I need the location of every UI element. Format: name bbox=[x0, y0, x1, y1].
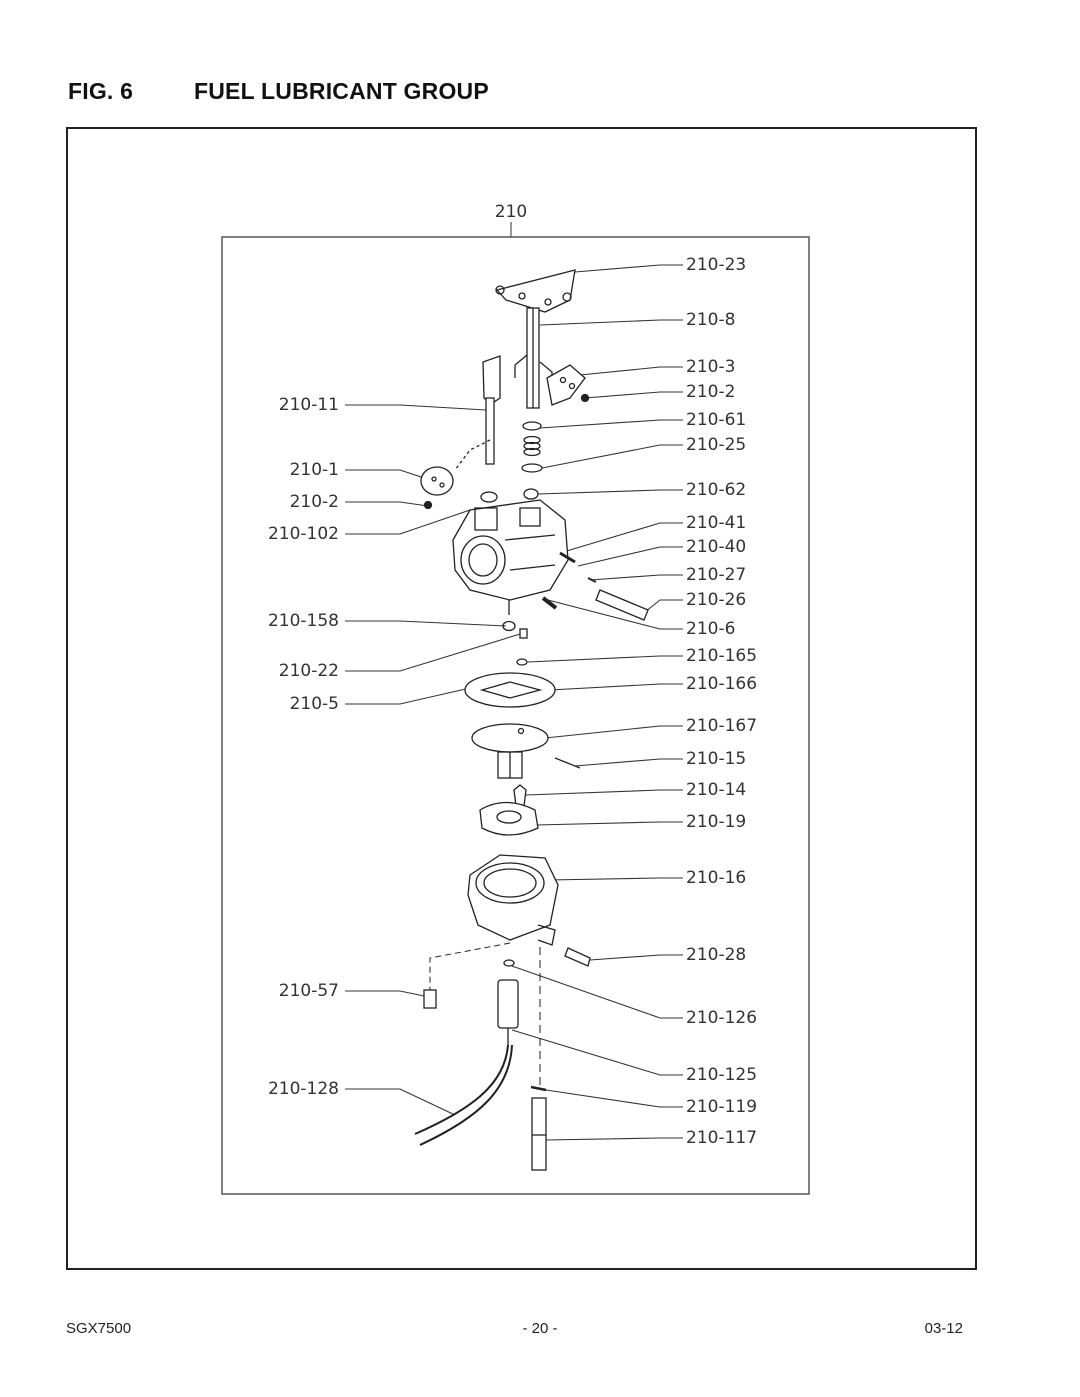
figure-title: FUEL LUBRICANT GROUP bbox=[194, 78, 489, 104]
callout-label-210-128-l8: 210-128 bbox=[268, 1079, 339, 1099]
callout-leader-210-126-r20 bbox=[511, 965, 683, 1019]
callout-leader-210-61-r4 bbox=[539, 419, 683, 429]
callout-leader-210-3-r2 bbox=[579, 366, 683, 376]
callout-leader-210-8-r1 bbox=[539, 319, 683, 326]
callout-label-210-6-r11: 210-6 bbox=[686, 619, 735, 639]
callout-label-210-125-r21: 210-125 bbox=[686, 1065, 757, 1085]
diaphragm bbox=[471, 723, 549, 753]
callout-label-210-2-l2: 210-2 bbox=[290, 492, 339, 512]
callout-leader-210-41-r7 bbox=[559, 522, 683, 554]
callout-label-210-102-l3: 210-102 bbox=[268, 524, 339, 544]
callout-label-210-5-l6: 210-5 bbox=[290, 694, 339, 714]
callout-leader-210-11-l0 bbox=[345, 404, 487, 411]
callout-label-210-16-r18: 210-16 bbox=[686, 868, 746, 888]
callout-leader-210-166-r13 bbox=[549, 683, 683, 691]
callout-label-210-62-r6: 210-62 bbox=[686, 480, 746, 500]
callout-label-210-25-r5: 210-25 bbox=[686, 435, 746, 455]
solenoid-wires bbox=[414, 1044, 509, 1135]
callout-label-210-158-l4: 210-158 bbox=[268, 611, 339, 631]
callout-label-210-27-r9: 210-27 bbox=[686, 565, 746, 585]
assembly-number: 210 bbox=[495, 202, 527, 222]
float-chamber-gasket bbox=[464, 672, 556, 708]
callout-label-210-11-l0: 210-11 bbox=[279, 395, 339, 415]
callout-leader-210-23-r0 bbox=[574, 264, 683, 273]
callout-label-210-28-r19: 210-28 bbox=[686, 945, 746, 965]
callout-leader-210-119-r22 bbox=[545, 1089, 683, 1108]
callout-label-210-26-r10: 210-26 bbox=[686, 590, 746, 610]
callout-leader-210-62-r6 bbox=[537, 489, 683, 495]
callout-leader-210-125-r21 bbox=[511, 1029, 683, 1076]
throttle-shaft bbox=[482, 355, 501, 405]
callout-leader-210-28-r19 bbox=[589, 954, 683, 961]
pilot-jet-cap bbox=[595, 589, 649, 621]
callout-leader-210-128-l8 bbox=[345, 1088, 456, 1116]
footer-date: 03-12 bbox=[924, 1320, 963, 1337]
callout-leader-210-27-r9 bbox=[589, 574, 683, 581]
callout-leader-210-40-r8 bbox=[577, 546, 683, 567]
callout-label-210-40-r8: 210-40 bbox=[686, 537, 746, 557]
callout-leader-210-117-r23 bbox=[545, 1137, 683, 1141]
callout-leader-210-2-l2 bbox=[345, 501, 429, 507]
callout-leader-210-158-l4 bbox=[345, 620, 507, 627]
callout-leader-210-14-r16 bbox=[525, 789, 683, 796]
bracket-plate bbox=[495, 269, 576, 313]
callout-label-210-167-r14: 210-167 bbox=[686, 716, 757, 736]
callout-label-210-61-r4: 210-61 bbox=[686, 410, 746, 430]
figure-heading: FIG. 6 FUEL LUBRICANT GROUP bbox=[68, 78, 489, 105]
callout-label-210-14-r16: 210-14 bbox=[686, 780, 746, 800]
figure-number: FIG. 6 bbox=[68, 78, 134, 104]
callout-leader-210-167-r14 bbox=[544, 725, 683, 739]
callout-leader-210-5-l6 bbox=[345, 687, 471, 705]
footer-model: SGX7500 bbox=[66, 1320, 132, 1337]
callout-label-210-22-l5: 210-22 bbox=[279, 661, 339, 681]
callout-label-210-117-r23: 210-117 bbox=[686, 1128, 757, 1148]
callout-leader-210-1-l1 bbox=[345, 469, 425, 479]
callout-leader-210-15-r15 bbox=[574, 758, 683, 767]
fuel-cut-solenoid bbox=[497, 979, 519, 1029]
callout-label-210-8-r1: 210-8 bbox=[686, 310, 735, 330]
choke-valve-plate bbox=[546, 364, 586, 406]
callout-label-210-15-r15: 210-15 bbox=[686, 749, 746, 769]
footer-page-number: - 20 - bbox=[522, 1320, 558, 1337]
callout-label-210-41-r7: 210-41 bbox=[686, 513, 746, 533]
figure-frame bbox=[66, 127, 977, 1270]
drain-tube bbox=[531, 1097, 547, 1171]
callout-label-210-2-r3: 210-2 bbox=[686, 382, 735, 402]
callout-leader-210-26-r10 bbox=[644, 599, 683, 613]
callout-leader-210-165-r12 bbox=[527, 655, 683, 663]
callout-leader-210-2-r3 bbox=[584, 391, 683, 399]
callout-label-210-57-l7: 210-57 bbox=[279, 981, 339, 1001]
callout-label-210-166-r13: 210-166 bbox=[686, 674, 757, 694]
assembly-frame bbox=[221, 236, 810, 1195]
callout-leader-210-102-l3 bbox=[345, 509, 471, 535]
callout-label-210-19-r17: 210-19 bbox=[686, 812, 746, 832]
callout-label-210-1-l1: 210-1 bbox=[290, 460, 339, 480]
callout-label-210-119-r22: 210-119 bbox=[686, 1097, 757, 1117]
parts-drawing bbox=[414, 269, 649, 1171]
callout-layer: 210-23 210-8 210-3 210-2 210-61 210-25 210-62 2… bbox=[268, 255, 757, 1148]
float bbox=[479, 801, 539, 836]
throttle-valve-plate bbox=[420, 466, 454, 496]
callout-leader-210-25-r5 bbox=[541, 444, 683, 469]
callout-leader-210-22-l5 bbox=[345, 633, 521, 672]
callout-label-210-165-r12: 210-165 bbox=[686, 646, 757, 666]
callout-leader-210-16-r18 bbox=[547, 877, 683, 881]
callout-leader-210-6-r11 bbox=[547, 599, 683, 630]
callout-leader-210-57-l7 bbox=[345, 990, 425, 997]
callout-label-210-23-r0: 210-23 bbox=[686, 255, 746, 275]
callout-label-210-3-r2: 210-3 bbox=[686, 357, 735, 377]
callout-label-210-126-r20: 210-126 bbox=[686, 1008, 757, 1028]
callout-leader-210-19-r17 bbox=[535, 821, 683, 826]
